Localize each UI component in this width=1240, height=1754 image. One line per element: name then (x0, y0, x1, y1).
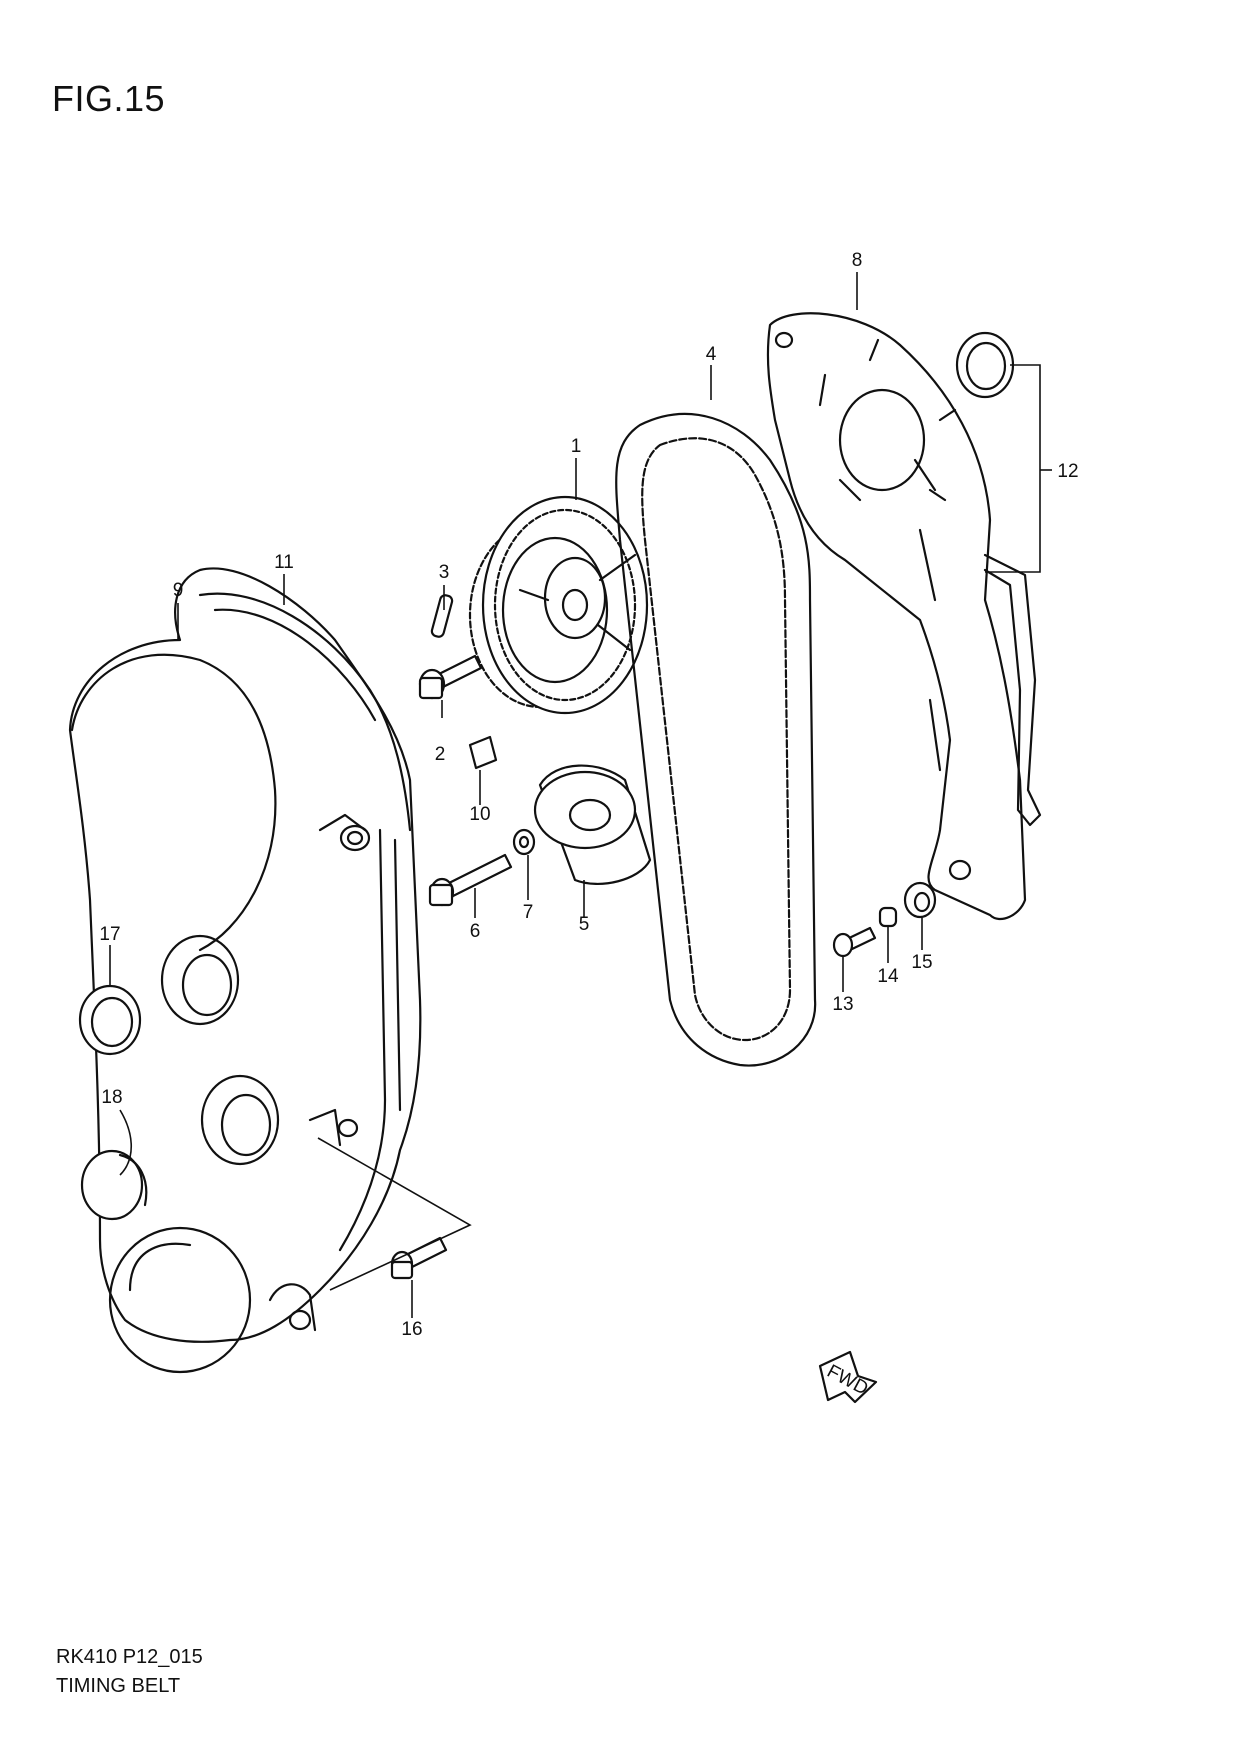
rear-timing-belt-cover (766, 312, 1027, 921)
callout-11: 11 (274, 552, 294, 573)
cover-plug (80, 1149, 148, 1221)
callout-7: 7 (523, 902, 534, 923)
washer (512, 828, 536, 856)
pulley-bolt (418, 654, 483, 700)
callout-10: 10 (469, 804, 490, 825)
callout-18: 18 (101, 1087, 122, 1108)
forward-direction-arrow: FWD (818, 1350, 878, 1404)
grommet (903, 881, 937, 919)
callout-16: 16 (401, 1319, 422, 1340)
callout-numbers: 1 2 3 4 5 6 7 8 9 10 11 12 13 14 15 16 1… (99, 250, 1078, 1340)
dowel-pin (468, 735, 498, 770)
callout-3: 3 (439, 562, 450, 583)
tensioner-pulley (533, 764, 652, 885)
leader-lines (109, 272, 1052, 1318)
callout-4: 4 (706, 344, 717, 365)
callout-5: 5 (579, 914, 590, 935)
callout-2: 2 (435, 744, 446, 765)
camshaft-timing-pulley (468, 495, 649, 715)
callout-1: 1 (571, 436, 582, 457)
callout-15: 15 (911, 952, 932, 973)
timing-belt (615, 412, 817, 1067)
diagram-code: RK410 P12_015 (56, 1646, 203, 1668)
timing-belt-cover (68, 567, 422, 1374)
collar (878, 906, 898, 928)
plate-bolt (832, 926, 877, 958)
figure-title: FIG.15 (52, 78, 166, 119)
callout-8: 8 (852, 250, 863, 271)
diagram-name: TIMING BELT (56, 1675, 181, 1697)
key-pin (430, 594, 454, 638)
cover-bolt (390, 1236, 448, 1280)
tensioner-bolt (428, 853, 513, 907)
callout-17: 17 (99, 924, 120, 945)
oil-seal (78, 984, 142, 1056)
callout-12: 12 (1057, 461, 1078, 482)
callout-9: 9 (173, 580, 184, 601)
callout-14: 14 (877, 966, 899, 987)
callout-6: 6 (470, 921, 481, 942)
gasket-seal (955, 331, 1042, 827)
callout-13: 13 (832, 994, 853, 1015)
